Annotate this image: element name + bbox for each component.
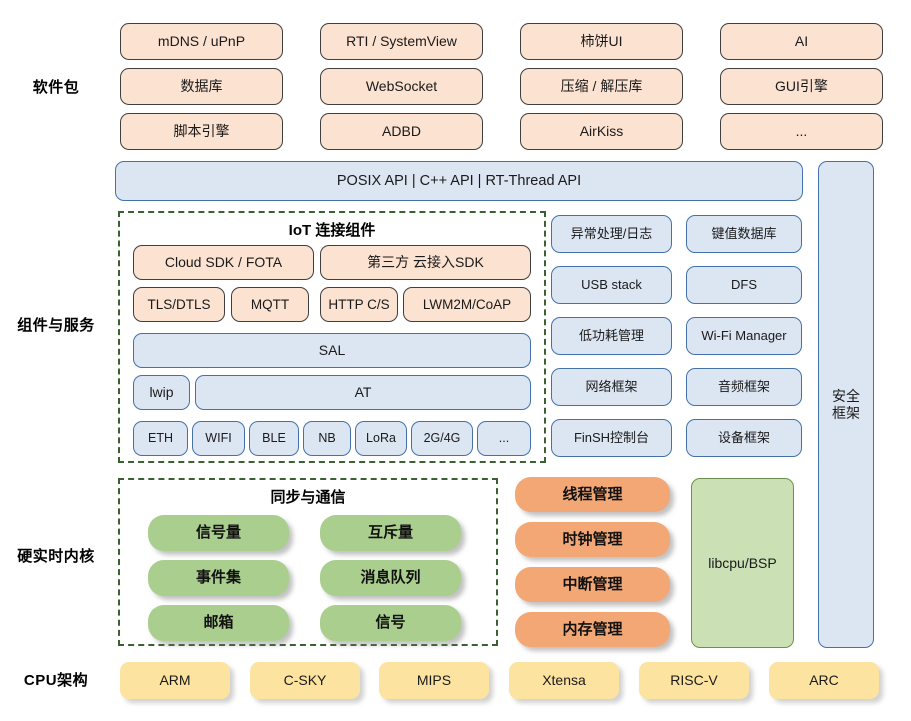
- iot-link-box[interactable]: BLE: [249, 421, 299, 456]
- kernel-management-box[interactable]: 中断管理: [515, 567, 670, 602]
- software-package-box[interactable]: GUI引擎: [720, 68, 883, 105]
- security-framework-line2: 框架: [832, 404, 860, 421]
- section-label-hard-realtime-kernel: 硬实时内核: [17, 548, 95, 565]
- cpu-arch-box[interactable]: RISC-V: [639, 662, 749, 699]
- iot-box[interactable]: LWM2M/CoAP: [403, 287, 531, 322]
- sync-comm-group: [118, 478, 498, 646]
- software-package-box[interactable]: ...: [720, 113, 883, 150]
- component-box[interactable]: Wi-Fi Manager: [686, 317, 802, 355]
- iot-connect-group: [118, 211, 546, 463]
- cpu-arch-box[interactable]: MIPS: [379, 662, 489, 699]
- iot-box[interactable]: Cloud SDK / FOTA: [133, 245, 314, 280]
- iot-sal-box[interactable]: SAL: [133, 333, 531, 368]
- iot-link-box[interactable]: WIFI: [192, 421, 245, 456]
- kernel-sync-box[interactable]: 互斥量: [320, 515, 461, 551]
- software-package-box[interactable]: 脚本引擎: [120, 113, 283, 150]
- section-label-software-packages: 软件包: [32, 79, 80, 96]
- iot-box[interactable]: HTTP C/S: [320, 287, 398, 322]
- kernel-management-box[interactable]: 线程管理: [515, 477, 670, 512]
- component-box[interactable]: FinSH控制台: [551, 419, 672, 457]
- iot-link-box[interactable]: 2G/4G: [411, 421, 473, 456]
- software-package-box[interactable]: mDNS / uPnP: [120, 23, 283, 60]
- section-label-cpu-architecture: CPU架构: [23, 672, 89, 689]
- iot-link-box[interactable]: ...: [477, 421, 531, 456]
- software-package-box[interactable]: AirKiss: [520, 113, 683, 150]
- software-package-box[interactable]: AI: [720, 23, 883, 60]
- component-box[interactable]: USB stack: [551, 266, 672, 304]
- component-box[interactable]: 音频框架: [686, 368, 802, 406]
- cpu-arch-box[interactable]: ARC: [769, 662, 879, 699]
- iot-link-box[interactable]: NB: [303, 421, 351, 456]
- iot-at-box[interactable]: AT: [195, 375, 531, 410]
- iot-link-box[interactable]: LoRa: [355, 421, 407, 456]
- kernel-sync-box[interactable]: 消息队列: [320, 560, 461, 596]
- software-package-box[interactable]: 柿饼UI: [520, 23, 683, 60]
- component-box[interactable]: 低功耗管理: [551, 317, 672, 355]
- software-package-box[interactable]: WebSocket: [320, 68, 483, 105]
- iot-group-title: IoT 连接组件: [288, 222, 376, 239]
- software-package-box[interactable]: 数据库: [120, 68, 283, 105]
- software-package-box[interactable]: 压缩 / 解压库: [520, 68, 683, 105]
- software-package-box[interactable]: RTI / SystemView: [320, 23, 483, 60]
- iot-lwip-box[interactable]: lwip: [133, 375, 190, 410]
- iot-link-box[interactable]: ETH: [133, 421, 188, 456]
- kernel-sync-box[interactable]: 信号: [320, 605, 461, 641]
- libcpu-bsp-box[interactable]: libcpu/BSP: [691, 478, 794, 648]
- section-label-components-services: 组件与服务: [17, 317, 95, 334]
- component-box[interactable]: DFS: [686, 266, 802, 304]
- component-box[interactable]: 异常处理/日志: [551, 215, 672, 253]
- component-box[interactable]: 设备框架: [686, 419, 802, 457]
- sync-comm-group-title: 同步与通信: [270, 489, 346, 506]
- software-package-box[interactable]: ADBD: [320, 113, 483, 150]
- kernel-sync-box[interactable]: 信号量: [148, 515, 289, 551]
- iot-box[interactable]: TLS/DTLS: [133, 287, 225, 322]
- security-framework-box[interactable]: 安全 框架: [818, 161, 874, 648]
- component-box[interactable]: 网络框架: [551, 368, 672, 406]
- component-box[interactable]: 键值数据库: [686, 215, 802, 253]
- security-framework-line1: 安全: [832, 388, 860, 405]
- api-bar[interactable]: POSIX API | C++ API | RT-Thread API: [115, 161, 803, 201]
- kernel-sync-box[interactable]: 事件集: [148, 560, 289, 596]
- iot-box[interactable]: 第三方 云接入SDK: [320, 245, 531, 280]
- iot-box[interactable]: MQTT: [231, 287, 309, 322]
- cpu-arch-box[interactable]: C-SKY: [250, 662, 360, 699]
- kernel-management-box[interactable]: 内存管理: [515, 612, 670, 647]
- kernel-management-box[interactable]: 时钟管理: [515, 522, 670, 557]
- cpu-arch-box[interactable]: ARM: [120, 662, 230, 699]
- kernel-sync-box[interactable]: 邮箱: [148, 605, 289, 641]
- cpu-arch-box[interactable]: Xtensa: [509, 662, 619, 699]
